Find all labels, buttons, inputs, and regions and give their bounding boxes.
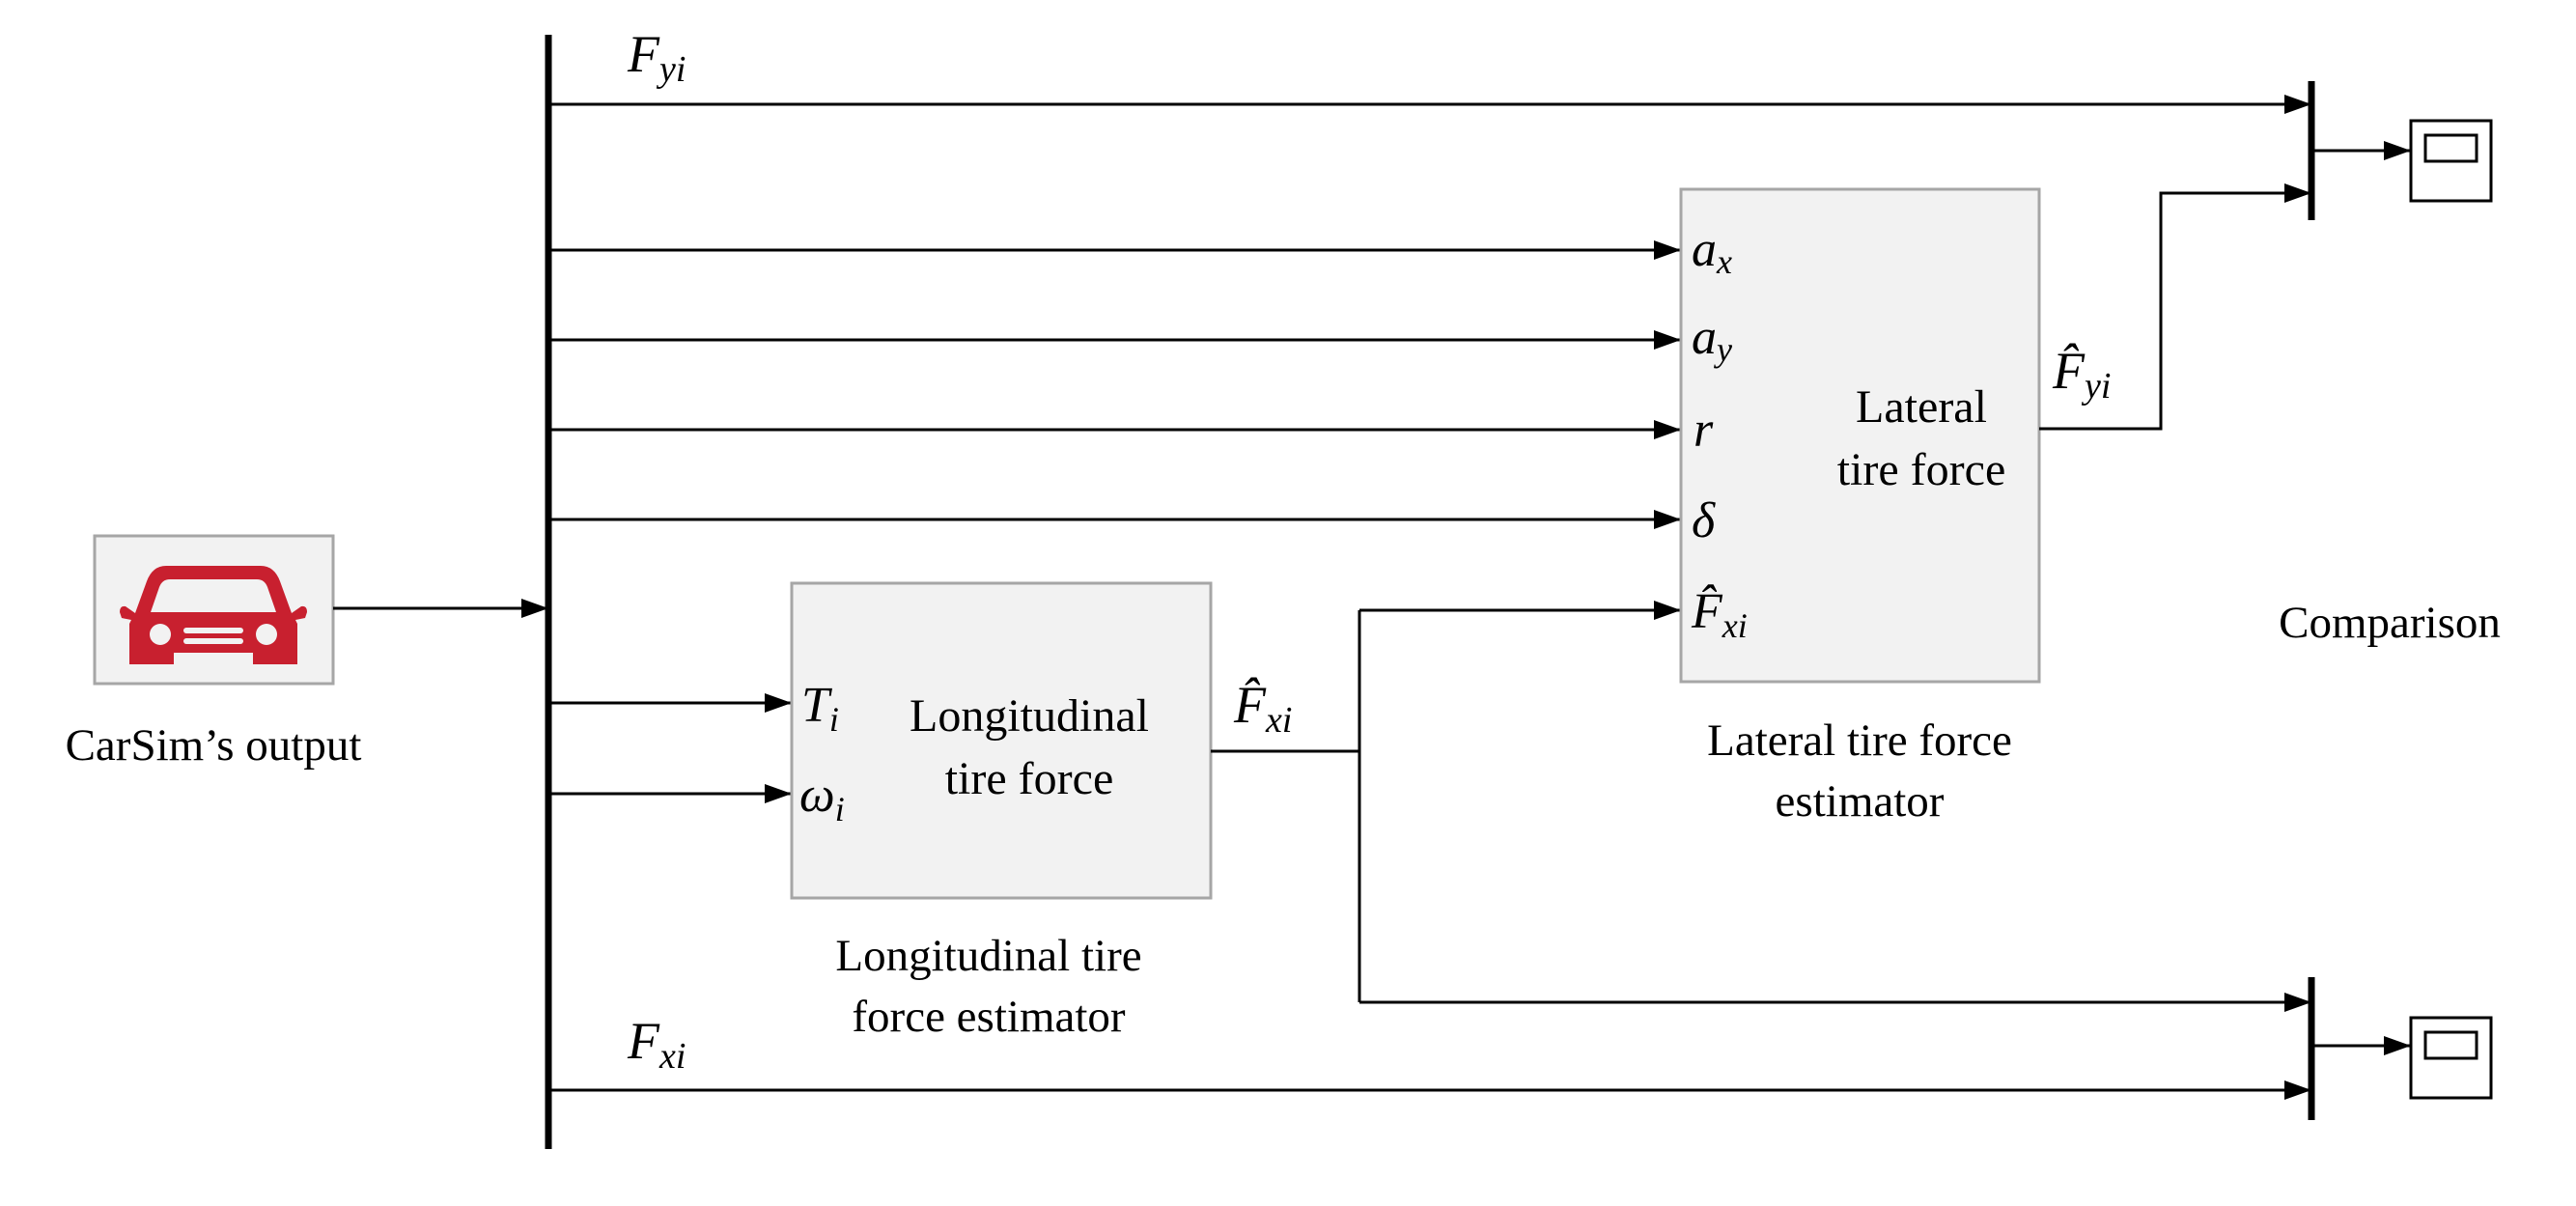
lateral-block[interactable]: Lateral tire force ax ay r δ F̂xi <box>1679 187 2041 684</box>
lateral-caption-line2: estimator <box>1776 776 1945 827</box>
input-r-label: r <box>1694 403 1714 458</box>
longitudinal-block[interactable]: Longitudinal tire force Ti ωi <box>790 581 1213 900</box>
input-delta-label: δ <box>1692 493 1716 548</box>
bottom-scope-screen <box>2423 1030 2478 1060</box>
carsim-block[interactable] <box>93 534 335 686</box>
longitudinal-box <box>790 581 1213 900</box>
fyi-signal-label: Fyi <box>627 25 686 90</box>
longitudinal-title-line2: tire force <box>945 753 1114 804</box>
fyi-hat-output-label: F̂yi <box>2052 342 2111 407</box>
scope-icon[interactable] <box>2409 119 2493 203</box>
fxi-signal-label: Fxi <box>627 1012 686 1077</box>
carsim-label: CarSim’s output <box>66 720 362 771</box>
input-ti-label: Ti <box>801 678 839 739</box>
top-scope-screen <box>2423 133 2478 163</box>
longitudinal-caption-line2: force estimator <box>852 992 1126 1042</box>
input-ay-label: ay <box>1692 310 1732 369</box>
scope-icon[interactable] <box>2409 1016 2493 1100</box>
input-omega-label: ωi <box>799 768 845 828</box>
input-ax-label: ax <box>1692 222 1732 281</box>
longitudinal-title-line1: Longitudinal <box>910 690 1149 742</box>
input-fxi-hat-label: F̂xi <box>1691 584 1748 645</box>
lateral-box <box>1679 187 2041 684</box>
fyi-hat-wire <box>2039 191 2221 431</box>
lateral-caption-line1: Lateral tire force <box>1707 715 2012 766</box>
comparison-label: Comparison <box>2279 598 2501 648</box>
lateral-title-line1: Lateral <box>1856 381 1987 433</box>
fxi-hat-output-label: F̂xi <box>1233 676 1292 741</box>
car-icon <box>120 566 307 664</box>
longitudinal-caption-line1: Longitudinal tire <box>835 931 1141 981</box>
lateral-title-line2: tire force <box>1837 444 2006 495</box>
